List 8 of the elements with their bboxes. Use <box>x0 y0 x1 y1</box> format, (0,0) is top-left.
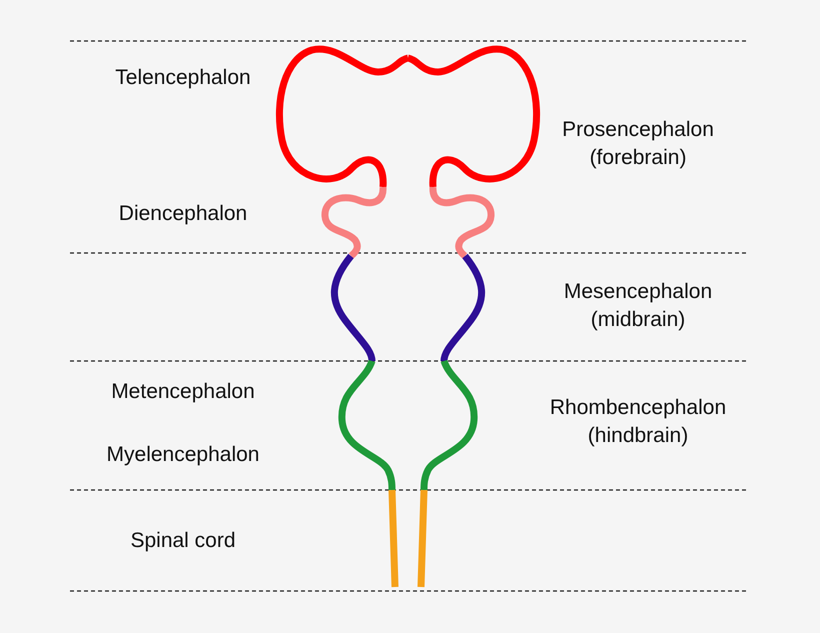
region-label: Mesencephalon (midbrain) <box>562 279 714 333</box>
region-label: Metencephalon <box>110 379 256 405</box>
region-label: Rhombencephalon (hindbrain) <box>548 395 728 449</box>
region-label: Prosencephalon (forebrain) <box>561 117 715 171</box>
region-label: Spinal cord <box>129 528 237 554</box>
region-label: Telencephalon <box>114 65 252 91</box>
region-label: Myelencephalon <box>106 442 260 468</box>
region-label: Diencephalon <box>118 201 248 227</box>
